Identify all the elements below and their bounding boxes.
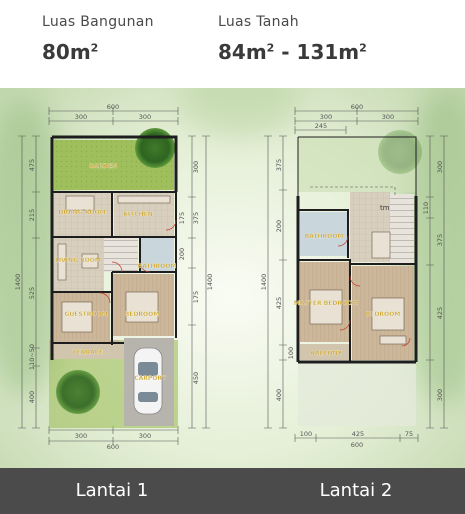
f2-dim-top-left: 300 (320, 113, 332, 121)
f2-dim-left-d: 100 (287, 347, 295, 359)
floor-2-label: Lantai 2 (319, 480, 393, 501)
f2-dim-right-c: 375 (436, 234, 444, 246)
f1-bedroom-bed (125, 291, 159, 323)
f1-dim-left-a: 475 (28, 159, 36, 171)
land-area-value: 84m2 - 131m2 (218, 40, 367, 64)
f1-tree-icon (135, 128, 175, 168)
f2-dim-top-sub: 245 (315, 122, 327, 130)
f1-label-bedroom: BEDROOM (125, 311, 159, 318)
f2-label-master: MASTER BEDROOM (294, 300, 358, 307)
floor-1-label: Lantai 1 (75, 480, 149, 501)
f1-dim-bottom-total: 600 (107, 443, 119, 451)
floor-2-plan: 600 300 300 245 100 425 75 600 1400 375 … (260, 103, 448, 449)
f2-stair-block (390, 194, 414, 264)
f2-tree-icon (378, 130, 422, 174)
floor-1-plan: 600 300 300 300 300 600 1400 475 215 525… (14, 103, 214, 451)
f1-kitchen-counter (117, 195, 171, 204)
f1-guest-bed (61, 301, 93, 333)
f1-dim-right-f: 175 (192, 291, 200, 303)
f1-dim-right-c: 200 (178, 248, 186, 260)
f2-desk (379, 335, 407, 345)
f1-dim-right-a: 300 (192, 161, 200, 173)
land-area-label: Luas Tanah (218, 14, 299, 30)
f2-wardrobe (371, 231, 391, 259)
building-area-unit: 2 (90, 41, 99, 55)
f1-dim-top-right: 300 (139, 113, 151, 121)
f2-bedroom-bed (371, 297, 405, 331)
f2-dim-right-d: 425 (436, 307, 444, 319)
f1-dim-top-left: 300 (75, 113, 87, 121)
f1-dim-left-c: 525 (28, 287, 36, 299)
f1-stair-block (104, 238, 138, 272)
f1-dim-bottom-left: 300 (75, 432, 87, 440)
f2-dim-right-b: 110 (422, 202, 430, 214)
f2-label-stair: tm (380, 204, 390, 212)
footer-bar: Lantai 1 Lantai 2 (0, 468, 465, 514)
f1-label-terrace: TERRACE (73, 349, 104, 356)
f1-label-living: LIVING ROOM (55, 257, 101, 264)
f2-master-bed (309, 289, 343, 325)
f2-dim-left-a: 375 (275, 159, 283, 171)
f2-dim-left-outer: 1400 (260, 274, 268, 291)
f1-car-icon (133, 347, 163, 415)
f1-label-guestroom: GUESTROOM (64, 311, 107, 318)
f2-dim-top-total: 600 (351, 103, 363, 111)
land-area-number-a: 84m (218, 40, 267, 64)
land-area-unit-b: 2 (359, 41, 367, 55)
f2-label-balcony: BALCONY (310, 350, 343, 357)
f1-label-carport: CARPORT (134, 375, 167, 382)
f1-terrace-floor (54, 343, 124, 359)
f2-roof-bottom (298, 362, 416, 426)
f1-dim-right-d: 375 (192, 212, 200, 224)
f2-dim-right-a: 300 (436, 161, 444, 173)
f1-dim-left-b: 215 (28, 209, 36, 221)
f1-tv-table (81, 253, 99, 269)
f1-dim-right-e: 450 (192, 372, 200, 384)
land-area-unit-a: 2 (266, 41, 275, 55)
f1-bathroom-floor (140, 238, 174, 272)
f1-dim-bottom-right: 300 (139, 432, 151, 440)
f2-dim-right-e: 300 (436, 389, 444, 401)
f1-dining-table (65, 195, 95, 211)
f1-label-garden: GARDEN (89, 163, 117, 170)
f1-dim-left-e: 400 (28, 391, 36, 403)
f1-dim-left-d: 110~50 (28, 344, 36, 370)
f2-dim-left-c: 425 (275, 297, 283, 309)
f1-label-dining: DINING ROOM (58, 209, 105, 216)
f1-dim-top-total: 600 (107, 103, 119, 111)
f2-balcony-floor (300, 344, 350, 360)
f2-dim-bottom-total: 600 (351, 441, 363, 449)
f2-dim-bottom-b: 425 (352, 430, 364, 438)
f1-label-kitchen: KITCHEN (123, 211, 153, 218)
f2-dim-bottom-c: 75 (405, 430, 413, 438)
f2-dim-bottom-a: 100 (300, 430, 312, 438)
f1-sofa (57, 243, 67, 281)
f1-dim-left-outer: 1400 (14, 274, 22, 291)
f2-label-bedroom: BEDROOM (366, 311, 400, 318)
f2-dim-top-right: 300 (382, 113, 394, 121)
f2-bathroom-floor (300, 212, 348, 256)
f1-dim-right-outer: 1400 (206, 274, 214, 291)
f2-label-bathroom: BATHROOM (305, 233, 344, 240)
land-area-number-b: - 131m (274, 40, 360, 64)
f1-dim-right-b: 175 (178, 212, 186, 224)
f1-label-bathroom: BATHROOM (138, 263, 177, 270)
f2-dim-left-e: 400 (275, 389, 283, 401)
building-area-label: Luas Bangunan (42, 14, 154, 30)
f1-shrub-icon (56, 370, 100, 414)
building-area-value: 80m2 (42, 40, 98, 64)
building-area-number: 80m (42, 40, 91, 64)
f2-dim-left-b: 200 (275, 220, 283, 232)
